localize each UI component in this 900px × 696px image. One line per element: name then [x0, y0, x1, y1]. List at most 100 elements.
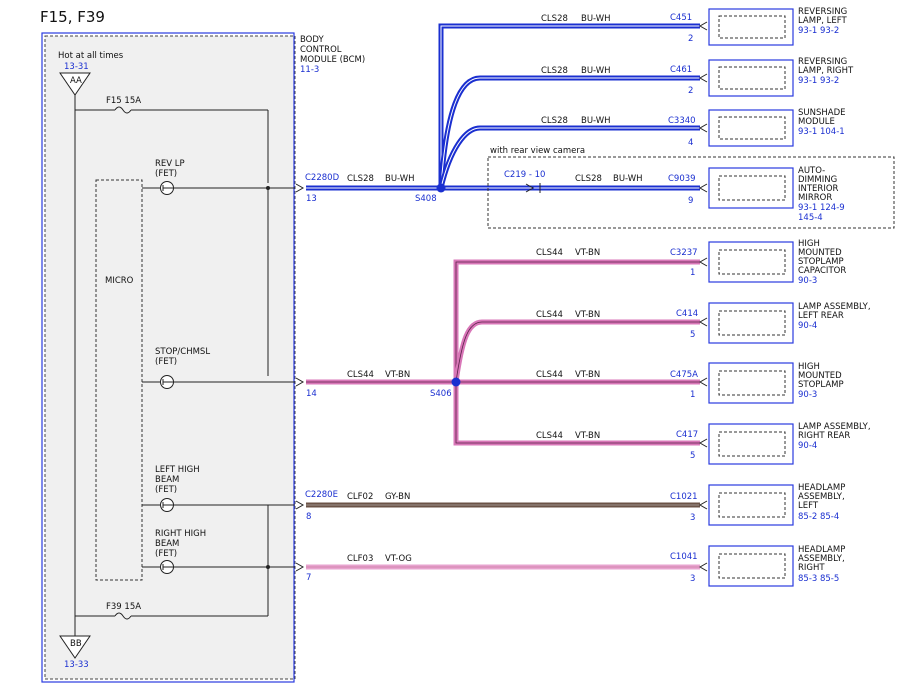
inline-connector-c219[interactable]: C219 - 10	[504, 170, 545, 180]
component-name-line: SUNSHADE	[798, 108, 846, 118]
component-c1041[interactable]: C1041 3 HEADLAMP ASSEMBLY, RIGHT 85-3 85…	[670, 545, 845, 587]
component-name-line: REVERSING	[798, 7, 847, 17]
component-connector[interactable]: C3237	[670, 248, 698, 258]
component-name-line: HIGH	[798, 362, 820, 372]
micro-label: MICRO	[105, 276, 134, 286]
fet-rh-label-1: RIGHT HIGH	[155, 529, 206, 539]
circuit-color: BU-WH	[581, 66, 611, 76]
component-refs[interactable]: 90-4	[798, 321, 817, 331]
bcm-page-ref[interactable]: 11-3	[300, 65, 319, 75]
component-c414[interactable]: C414 5 LAMP ASSEMBLY, LEFT REAR 90-4	[676, 302, 871, 344]
hot-ref-link[interactable]: 13-31	[64, 62, 89, 72]
circuit-color: BU-WH	[581, 14, 611, 24]
pin-14: 14	[306, 389, 317, 399]
splice-s406: S406	[430, 389, 452, 399]
component-box	[708, 8, 794, 46]
component-c475a[interactable]: C475A 1 HIGH MOUNTED STOPLAMP 90-3	[670, 362, 844, 404]
fet-lh-label-2: BEAM	[155, 475, 179, 485]
component-name-line: LAMP ASSEMBLY,	[798, 302, 871, 312]
circuit-code: CLS44	[536, 431, 563, 441]
bcm-label-1: BODY	[300, 35, 324, 45]
connector-arrow-icon	[698, 438, 708, 448]
component-c3340[interactable]: C3340 4 SUNSHADE MODULE 93-1 104-1	[668, 108, 846, 148]
pin-7: 7	[306, 573, 311, 583]
fet-stop-label-1: STOP/CHMSL	[155, 347, 210, 357]
component-name-line: STOPLAMP	[798, 380, 844, 390]
component-pin: 3	[690, 513, 695, 523]
circuit-code: CLS28	[575, 174, 602, 184]
component-name-line: HEADLAMP	[798, 545, 845, 555]
component-pin: 5	[690, 451, 695, 461]
bb-terminal-icon	[59, 635, 91, 659]
component-refs[interactable]: 85-3 85-5	[798, 574, 839, 584]
component-pin: 1	[690, 268, 695, 278]
component-box	[708, 484, 794, 526]
connector-arrow-icon	[698, 73, 708, 83]
component-box	[708, 545, 794, 587]
connector-arrow-icon	[295, 562, 305, 572]
circuit-color: VT-BN	[575, 310, 600, 320]
wire-cls44-group	[306, 259, 700, 446]
circuit-color: BU-WH	[385, 174, 415, 184]
component-name-line: ASSEMBLY,	[798, 492, 845, 502]
component-connector[interactable]: C451	[670, 13, 692, 23]
circuit-code: CLS44	[536, 370, 563, 380]
bb-ref-link[interactable]: 13-33	[64, 660, 89, 670]
component-inner	[718, 175, 786, 201]
component-refs[interactable]: 90-3	[798, 390, 817, 400]
component-c9039[interactable]: C9039 9 AUTO- DIMMING INTERIOR MIRROR 93…	[668, 166, 845, 223]
circuit-code: CLF03	[347, 554, 373, 564]
component-box	[708, 362, 794, 404]
circuit-code: CLS28	[541, 66, 568, 76]
fet-stop-label-2: (FET)	[155, 357, 177, 367]
component-name-line: RIGHT	[798, 563, 825, 573]
component-name-line: INTERIOR	[798, 184, 839, 194]
component-refs[interactable]: 93-1 104-1	[798, 127, 845, 137]
component-c1021[interactable]: C1021 3 HEADLAMP ASSEMBLY, LEFT 85-2 85-…	[670, 483, 845, 526]
component-c461[interactable]: C461 2 REVERSING LAMP, RIGHT 93-1 93-2	[670, 57, 854, 97]
component-c451[interactable]: C451 2 REVERSING LAMP, LEFT 93-1 93-2	[670, 7, 847, 46]
component-name-line: CAPACITOR	[798, 266, 846, 276]
component-refs-2[interactable]: 145-4	[798, 213, 823, 223]
component-refs[interactable]: 93-1 93-2	[798, 76, 839, 86]
component-connector[interactable]: C461	[670, 65, 692, 75]
component-name-line: DIMMING	[798, 175, 837, 185]
component-pin: 1	[690, 390, 695, 400]
component-c417[interactable]: C417 5 LAMP ASSEMBLY, RIGHT REAR 90-4	[676, 422, 871, 465]
connector-arrow-icon	[295, 183, 305, 193]
component-inner	[718, 310, 786, 336]
connector-arrow-icon	[525, 183, 535, 193]
component-connector[interactable]: C3340	[668, 116, 696, 126]
component-pin: 5	[690, 330, 695, 340]
component-pin: 2	[688, 34, 693, 44]
component-refs[interactable]: 90-3	[798, 276, 817, 286]
component-connector[interactable]: C1021	[670, 492, 698, 502]
fet-rh-label-2: BEAM	[155, 539, 179, 549]
component-name-line: HEADLAMP	[798, 483, 845, 493]
fuse-f39-label: F39 15A	[106, 602, 141, 612]
component-connector[interactable]: C417	[676, 430, 698, 440]
component-connector[interactable]: C475A	[670, 370, 698, 380]
component-name-line: LAMP, LEFT	[798, 16, 847, 26]
component-refs[interactable]: 90-4	[798, 441, 817, 451]
component-connector[interactable]: C414	[676, 309, 698, 319]
component-connector[interactable]: C1041	[670, 552, 698, 562]
component-refs[interactable]: 93-1 93-2	[798, 26, 839, 36]
circuit-color: BU-WH	[581, 116, 611, 126]
circuit-color: VT-BN	[385, 370, 410, 380]
component-connector[interactable]: C9039	[668, 174, 696, 184]
circuit-code: CLS28	[541, 116, 568, 126]
component-refs[interactable]: 93-1 124-9	[798, 203, 845, 213]
pin-13: 13	[306, 194, 317, 204]
component-box	[708, 302, 794, 344]
connector-c2280e[interactable]: C2280E	[305, 490, 338, 500]
component-name-line: MIRROR	[798, 193, 832, 203]
component-refs[interactable]: 85-2 85-4	[798, 512, 839, 522]
component-inner	[718, 492, 786, 518]
fuse-icon	[114, 106, 132, 114]
component-c3237[interactable]: C3237 1 HIGH MOUNTED STOPLAMP CAPACITOR …	[670, 239, 846, 286]
connector-arrow-icon	[698, 21, 708, 31]
connector-c2280d[interactable]: C2280D	[305, 173, 340, 183]
hot-at-all-times-label: Hot at all times	[58, 51, 124, 61]
component-inner	[718, 116, 786, 140]
